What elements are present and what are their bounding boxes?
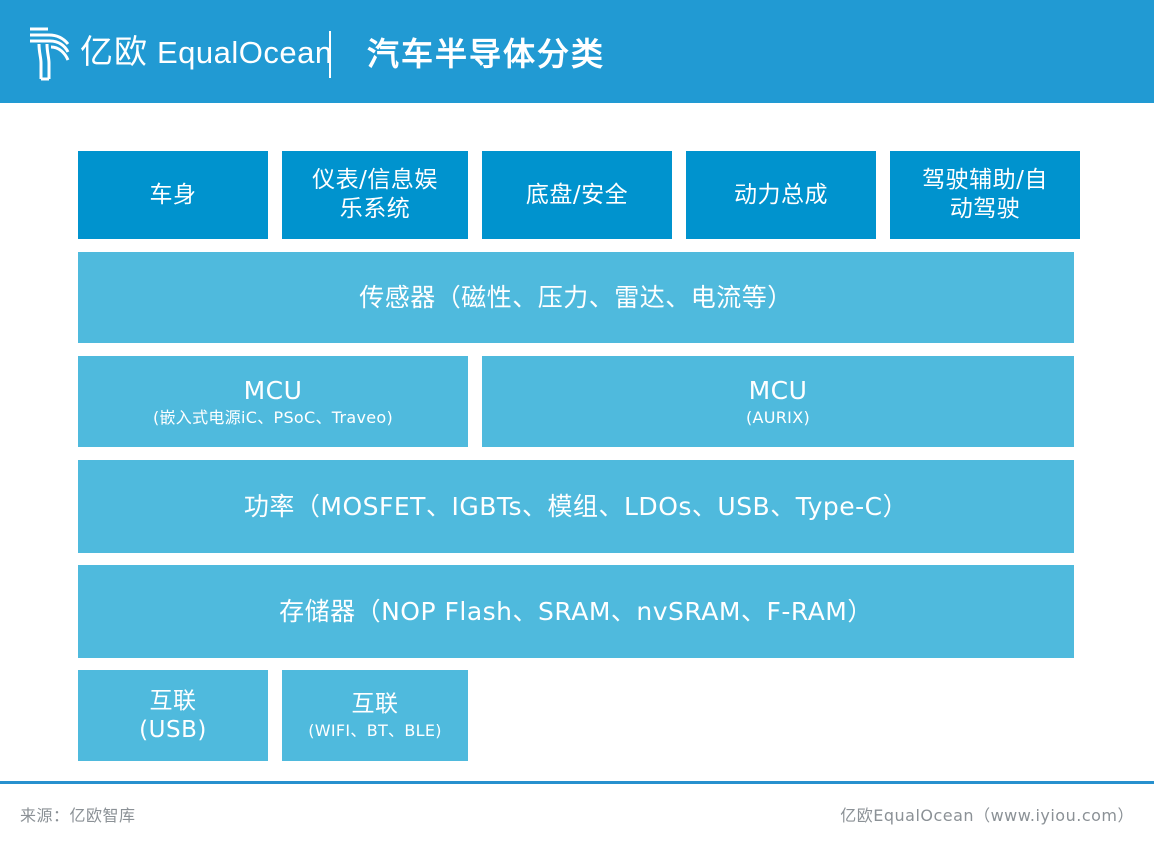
mcu-box-embedded-title: MCU xyxy=(243,376,303,406)
sensor-box-label: 传感器（磁性、压力、雷达、电流等） xyxy=(359,283,793,312)
app-box-powertrain: 动力总成 xyxy=(686,151,876,239)
app-box-adas-line1: 驾驶辅助/自 xyxy=(922,167,1048,194)
connectivity-box-wireless-title: 互联 xyxy=(351,691,399,718)
app-box-adas: 驾驶辅助/自 动驾驶 xyxy=(890,151,1080,239)
app-box-body-label: 车身 xyxy=(149,181,197,208)
connectivity-box-usb: 互联 (USB) xyxy=(78,670,268,761)
equalocean-tree-logo-icon xyxy=(30,27,70,80)
app-box-adas-line2: 动驾驶 xyxy=(949,196,1021,222)
mcu-box-aurix: MCU (AURIX) xyxy=(482,356,1074,447)
connectivity-box-usb-sub: (USB) xyxy=(139,716,207,743)
page-title: 汽车半导体分类 xyxy=(367,34,606,73)
app-box-chassis-safety-label: 底盘/安全 xyxy=(525,181,629,208)
footer-attribution: 亿欧EqualOcean（www.iyiou.com） xyxy=(840,806,1134,825)
sensor-row: 传感器（磁性、压力、雷达、电流等） xyxy=(78,252,1074,343)
app-box-instrument-infotainment-line1: 仪表/信息娱 xyxy=(312,167,438,194)
connectivity-row: 互联 (USB) 互联 (WIFI、BT、BLE) xyxy=(78,670,1074,761)
app-box-chassis-safety: 底盘/安全 xyxy=(482,151,672,239)
brand-logo-cn: 亿欧 xyxy=(80,32,148,71)
app-box-instrument-infotainment: 仪表/信息娱 乐系统 xyxy=(282,151,468,239)
semiconductor-classification-diagram: 车身 仪表/信息娱 乐系统 底盘/安全 动力总成 驾驶辅助/自 动驾驶 传感器（… xyxy=(0,103,1154,779)
memory-row: 存储器（NOP Flash、SRAM、nvSRAM、F-RAM） xyxy=(78,565,1074,658)
connectivity-box-wireless: 互联 (WIFI、BT、BLE) xyxy=(282,670,468,761)
app-box-body: 车身 xyxy=(78,151,268,239)
page-header: 亿欧 EqualOcean 汽车半导体分类 xyxy=(0,0,1154,103)
app-box-powertrain-label: 动力总成 xyxy=(734,181,828,208)
sensor-box: 传感器（磁性、压力、雷达、电流等） xyxy=(78,252,1074,343)
app-box-instrument-infotainment-line2: 乐系统 xyxy=(339,196,411,222)
mcu-row: MCU (嵌入式电源iC、PSoC、Traveo) MCU (AURIX) xyxy=(78,356,1074,447)
brand-logo-text: 亿欧 EqualOcean xyxy=(80,35,333,68)
connectivity-box-usb-title: 互联 xyxy=(149,687,197,714)
footer-divider xyxy=(0,781,1154,784)
mcu-box-embedded: MCU (嵌入式电源iC、PSoC、Traveo) xyxy=(78,356,468,447)
mcu-box-aurix-title: MCU xyxy=(748,376,808,406)
application-domain-row: 车身 仪表/信息娱 乐系统 底盘/安全 动力总成 驾驶辅助/自 动驾驶 xyxy=(78,151,1080,239)
power-box: 功率（MOSFET、IGBTs、模组、LDOs、USB、Type-C） xyxy=(78,460,1074,553)
brand-logo: 亿欧 EqualOcean xyxy=(28,23,333,81)
footer-source: 来源：亿欧智库 xyxy=(20,806,136,825)
mcu-box-embedded-sub: (嵌入式电源iC、PSoC、Traveo) xyxy=(152,408,394,428)
power-row: 功率（MOSFET、IGBTs、模组、LDOs、USB、Type-C） xyxy=(78,460,1074,553)
mcu-box-aurix-sub: (AURIX) xyxy=(745,408,811,428)
header-divider xyxy=(329,31,331,78)
page-footer: 来源：亿欧智库 亿欧EqualOcean（www.iyiou.com） xyxy=(0,784,1154,846)
brand-logo-en: EqualOcean xyxy=(157,35,333,70)
memory-box: 存储器（NOP Flash、SRAM、nvSRAM、F-RAM） xyxy=(78,565,1074,658)
power-box-label: 功率（MOSFET、IGBTs、模组、LDOs、USB、Type-C） xyxy=(243,492,909,521)
connectivity-box-wireless-sub: (WIFI、BT、BLE) xyxy=(308,720,442,740)
memory-box-label: 存储器（NOP Flash、SRAM、nvSRAM、F-RAM） xyxy=(279,597,873,626)
